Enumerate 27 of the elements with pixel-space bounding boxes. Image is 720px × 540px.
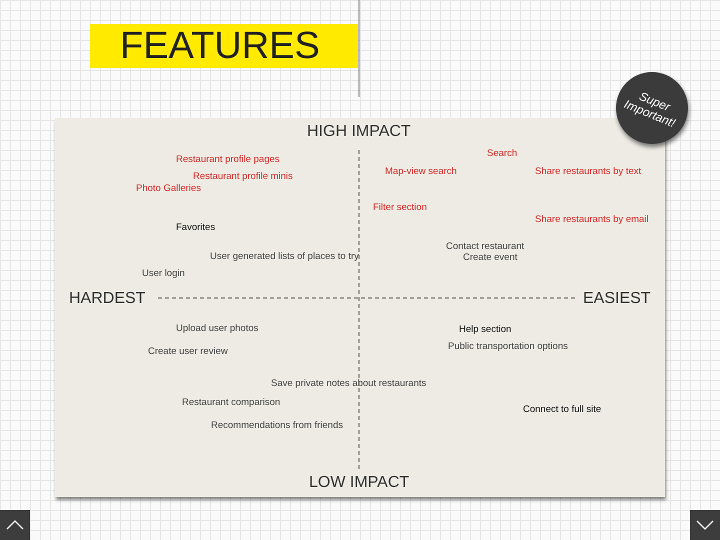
axis-label: HIGH IMPACT bbox=[307, 123, 411, 141]
feature-label: Public transportation options bbox=[448, 341, 568, 352]
feature-label: Photo Galleries bbox=[136, 183, 201, 194]
feature-label: Upload user photos bbox=[176, 323, 258, 334]
feature-label: Save private notes about restaurants bbox=[271, 378, 426, 389]
title: FEATURES bbox=[90, 24, 358, 68]
feature-label: Share restaurants by email bbox=[535, 214, 649, 225]
feature-label: User login bbox=[142, 268, 185, 279]
feature-label: Help section bbox=[459, 324, 512, 335]
feature-label: Filter section bbox=[373, 202, 427, 213]
feature-label: Restaurant profile minis bbox=[193, 171, 293, 182]
feature-label: Search bbox=[487, 148, 518, 159]
axis-label: EASIEST bbox=[583, 290, 651, 308]
feature-label: Connect to full site bbox=[523, 404, 602, 415]
feature-label: Restaurant comparison bbox=[182, 397, 280, 408]
axis-label: HARDEST bbox=[69, 290, 146, 308]
feature-label: Contact restaurant bbox=[446, 241, 524, 252]
feature-label: Share restaurants by text bbox=[535, 166, 642, 177]
axis-label: LOW IMPACT bbox=[309, 474, 410, 492]
sticker-badge bbox=[616, 72, 688, 144]
feature-label: Map-view search bbox=[385, 166, 457, 177]
feature-label: Restaurant profile pages bbox=[176, 154, 280, 165]
feature-label: Create user review bbox=[148, 346, 228, 357]
feature-label: Favorites bbox=[176, 222, 216, 233]
feature-label: Recommendations from friends bbox=[211, 420, 343, 431]
feature-label: User generated lists of places to try bbox=[210, 251, 359, 262]
feature-label: Create event bbox=[463, 252, 518, 263]
